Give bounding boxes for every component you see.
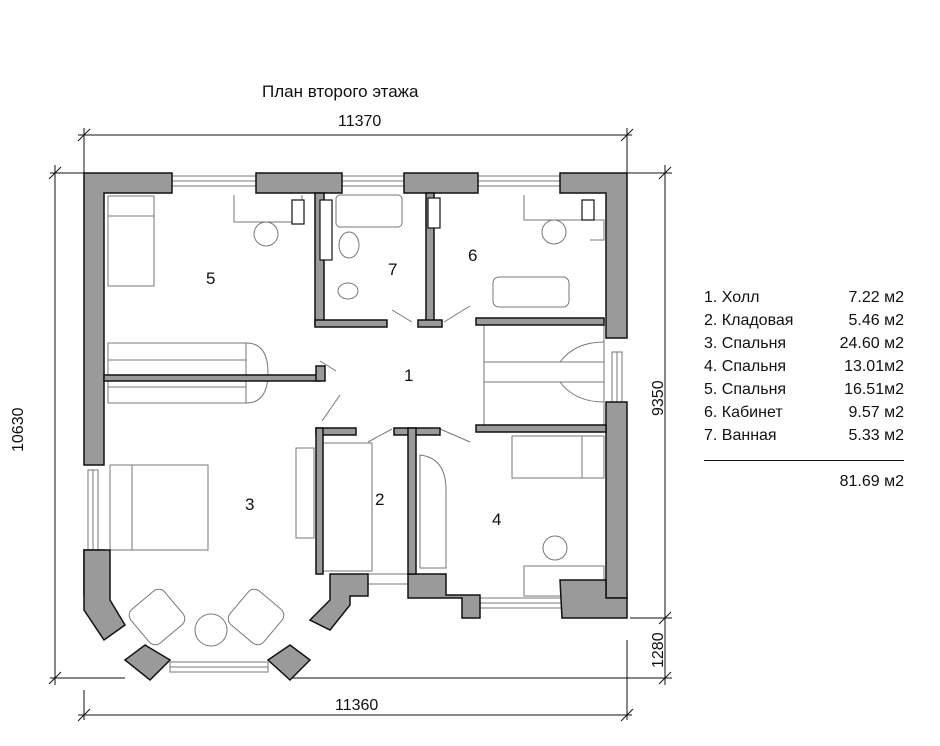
desk-room6 bbox=[523, 195, 605, 241]
legend-room-name: 4. Спальня bbox=[704, 358, 787, 375]
bathtub bbox=[335, 194, 403, 228]
sofa-room6 bbox=[492, 276, 570, 308]
legend-row: 5. Спальня 16.51м2 bbox=[704, 381, 904, 404]
legend-divider bbox=[704, 460, 904, 461]
stairs bbox=[483, 324, 605, 426]
legend-row: 7. Ванная 5.33 м2 bbox=[704, 427, 904, 450]
legend-room-name: 1. Холл bbox=[704, 289, 760, 306]
wall-ne bbox=[559, 172, 628, 339]
wall-se bbox=[559, 579, 628, 619]
legend-room-area: 9.57 м2 bbox=[848, 404, 904, 421]
shelf-room2 bbox=[321, 442, 373, 572]
wardrobe-room5 bbox=[107, 342, 247, 404]
toilet bbox=[337, 282, 359, 300]
wall-east-lower bbox=[605, 401, 628, 599]
wall-s-mid bbox=[407, 573, 481, 619]
coffee-table bbox=[194, 613, 228, 647]
legend-row: 6. Кабинет 9.57 м2 bbox=[704, 404, 904, 427]
wall-se-bay bbox=[308, 573, 369, 631]
bed-room5 bbox=[107, 195, 155, 287]
bed-room4 bbox=[511, 435, 605, 479]
legend-room-area: 7.22 м2 bbox=[848, 289, 904, 306]
legend-room-area: 5.33 м2 bbox=[848, 427, 904, 444]
chair-room6 bbox=[541, 219, 567, 245]
wardrobe-room4 bbox=[419, 454, 447, 569]
legend-room-name: 2. Кладовая bbox=[704, 312, 794, 329]
wall-nw bbox=[83, 172, 173, 466]
wall-sw2 bbox=[123, 644, 172, 682]
dim-top-label: 11370 bbox=[338, 113, 382, 130]
legend-room-name: 3. Спальня bbox=[704, 335, 787, 352]
room-number-2: 2 bbox=[375, 490, 385, 509]
bed-room3 bbox=[109, 464, 209, 551]
area-legend: 1. Холл 7.22 м2 2. Кладовая 5.46 м2 3. С… bbox=[704, 289, 904, 491]
room-number-5: 5 bbox=[206, 269, 216, 288]
sink bbox=[338, 231, 360, 259]
legend-row: 3. Спальня 24.60 м2 bbox=[704, 335, 904, 358]
room-number-3: 3 bbox=[245, 495, 255, 514]
tv-unit bbox=[295, 447, 315, 539]
dim-left-label: 10630 bbox=[10, 407, 27, 453]
room-number-1: 1 bbox=[404, 366, 414, 385]
legend-room-area: 5.46 м2 bbox=[848, 312, 904, 329]
wall-top-mid bbox=[255, 172, 343, 194]
legend-row: 1. Холл 7.22 м2 bbox=[704, 289, 904, 312]
wall-s-corner bbox=[266, 644, 312, 682]
room-number-6: 6 bbox=[468, 246, 478, 265]
legend-room-name: 5. Спальня bbox=[704, 381, 787, 398]
room-number-4: 4 bbox=[492, 510, 502, 529]
legend-room-name: 7. Ванная bbox=[704, 427, 777, 444]
legend-room-area: 13.01м2 bbox=[844, 358, 904, 375]
legend-row: 4. Спальня 13.01м2 bbox=[704, 358, 904, 381]
legend-room-name: 6. Кабинет bbox=[704, 404, 783, 421]
legend-total: 81.69 м2 bbox=[839, 473, 904, 490]
armchair-left bbox=[128, 588, 186, 646]
wall-top-center bbox=[403, 172, 479, 194]
dim-right-lower-label: 1280 bbox=[650, 632, 667, 668]
wall-wardrobe bbox=[103, 374, 321, 382]
legend-room-area: 24.60 м2 bbox=[839, 335, 904, 352]
chair-room5 bbox=[253, 221, 279, 247]
chair-room4 bbox=[542, 535, 568, 561]
dim-right-upper-label: 9350 bbox=[650, 380, 667, 416]
legend-row: 2. Кладовая 5.46 м2 bbox=[704, 312, 904, 335]
room-number-7: 7 bbox=[388, 260, 398, 279]
wall-sw bbox=[83, 549, 126, 642]
legend-room-area: 16.51м2 bbox=[844, 381, 904, 398]
plan-title: План второго этажа bbox=[262, 82, 419, 101]
armchair-right bbox=[227, 588, 285, 646]
dim-bottom-label: 11360 bbox=[335, 697, 379, 714]
